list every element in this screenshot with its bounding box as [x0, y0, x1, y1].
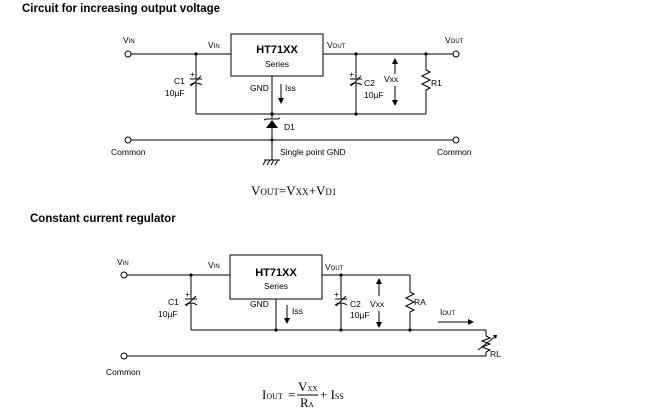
circuit1-c2-value: 10µF [364, 90, 384, 100]
circuit2-load-resistor-rl [477, 330, 497, 356]
circuit2-c1-label: C1 [168, 297, 179, 307]
circuit2-c2-label: C2 [350, 299, 361, 309]
svg-text:+: + [349, 69, 354, 79]
circuit1-vxx-arrow [392, 58, 398, 106]
circuit1-common-left-label: Common [111, 147, 146, 157]
svg-text:IOUT: IOUT [262, 387, 283, 402]
circuit2-iss-label: Iss [292, 306, 303, 316]
circuit2-vxx-label: Vxx [370, 299, 385, 309]
circuit1-common-right-label: Common [437, 147, 472, 157]
circuit2-chip-series: Series [264, 281, 288, 291]
circuit2-iss-arrow [284, 305, 290, 324]
circuit2-vout-pin-label: VOUT [325, 262, 344, 272]
svg-text:+: + [185, 289, 190, 299]
circuit1-vout-pin-label: VOUT [327, 40, 346, 50]
circuit1-common-left-terminal [124, 136, 132, 144]
svg-text:VXX: VXX [298, 379, 318, 394]
circuit2-chip-name: HT71XX [255, 267, 297, 279]
circuit2-title: Constant current regulator [30, 213, 176, 225]
svg-text:+: + [334, 289, 339, 299]
circuit1-vxx-label: Vxx [384, 74, 399, 84]
circuit1-c1-value: 10µF [165, 88, 185, 98]
circuit1-iss-label: Iss [285, 83, 296, 93]
circuit1-vin-terminal-label: VIN [123, 35, 135, 45]
circuit1-iss-arrow [278, 84, 284, 104]
circuit1-title: Circuit for increasing output voltage [22, 3, 220, 15]
circuit1-resistor-r1 [420, 54, 432, 114]
circuit2-junction [274, 328, 278, 332]
circuit2-gnd-pin-label: GND [250, 299, 269, 309]
circuit2-capacitor-c1: + [184, 275, 198, 330]
ground-symbol [262, 159, 280, 166]
circuit2-c1-value: 10µF [158, 309, 178, 319]
svg-text:RA: RA [300, 395, 314, 410]
svg-text:+: + [190, 69, 195, 79]
circuit1-vout-terminal-label: VOUT [445, 35, 464, 45]
circuit1-junction [270, 138, 274, 142]
circuit1-vin-pin-label: VIN [208, 40, 220, 50]
circuit1-r1-label: R1 [431, 78, 442, 88]
circuit1-c1-label: C1 [174, 76, 185, 86]
circuit1-d1-label: D1 [284, 122, 295, 132]
circuit2-iout-arrow [438, 319, 474, 325]
circuit1-junction [354, 112, 358, 116]
circuit2-junction [339, 328, 343, 332]
circuit1-vout-terminal [452, 50, 460, 58]
circuit1-regulator-chip [230, 33, 324, 77]
circuit2-iout-label: IOUT [440, 307, 455, 317]
svg-text:+ ISS: + ISS [320, 387, 344, 402]
circuit2-vin-terminal [120, 271, 128, 279]
circuit1-equation: VOUT=VXX+VD1 [251, 183, 336, 198]
circuit2-vxx-arrow [376, 278, 382, 328]
circuit1-chip-name: HT71XX [256, 44, 298, 56]
circuit2-resistor-ra [404, 275, 416, 330]
circuit2-rl-label: RL [490, 349, 501, 359]
circuit2-vin-pin-label: VIN [208, 260, 220, 270]
svg-text:=: = [288, 387, 295, 402]
circuit2-common-label: Common [106, 367, 141, 377]
circuit1-single-point-gnd-label: Single point GND [280, 147, 346, 157]
circuit2-c2-value: 10µF [350, 310, 370, 320]
circuit1-capacitor-c1: + [189, 54, 203, 114]
circuit2-junction [408, 328, 412, 332]
circuit1-capacitor-c2: + [349, 54, 363, 114]
circuit2-ra-label: RA [414, 297, 426, 307]
circuit1-vin-terminal [124, 50, 132, 58]
circuit1-zener-diode-d1 [263, 114, 281, 160]
circuit2-common-terminal [120, 352, 128, 360]
circuit1-gnd-pin-label: GND [250, 83, 269, 93]
circuit1-c2-label: C2 [364, 78, 375, 88]
circuit2-capacitor-c2: + [334, 275, 348, 330]
circuit1-common-right-terminal [452, 136, 460, 144]
circuit2-vin-terminal-label: VIN [117, 257, 129, 267]
circuit1-chip-series: Series [265, 59, 289, 69]
circuit2-equation: IOUT = VXX RA + ISS [262, 379, 344, 410]
